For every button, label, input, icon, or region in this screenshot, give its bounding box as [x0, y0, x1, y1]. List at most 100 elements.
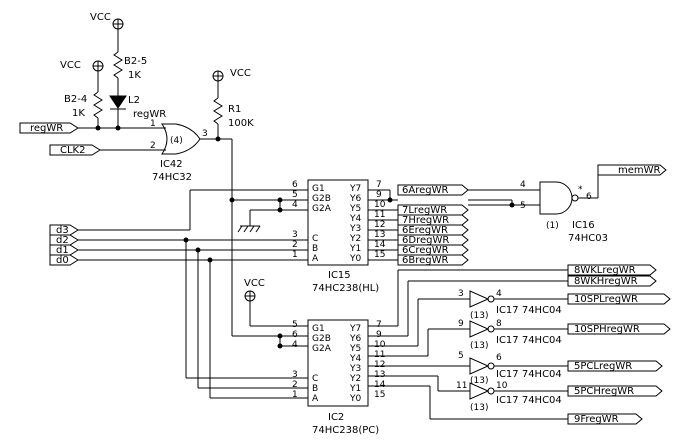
or-gate-ic42: 1 2 3 (4) IC42 74HC32 [150, 119, 233, 200]
ic2-pin-5: 5 [292, 320, 298, 330]
ic15-pin-1: 1 [292, 250, 298, 260]
right-output-tags: 8WKLregWR 8WKHregWR 10SPLregWR 10SPHregW… [567, 264, 671, 425]
out-6eregwr: 6EregWR [402, 225, 448, 236]
vcc-label-3: VCC [230, 68, 251, 79]
ic2-a: A [312, 394, 319, 404]
ic42-pin-3: 3 [202, 129, 208, 139]
ic2-y4: Y4 [349, 354, 361, 364]
ic15-a: A [312, 254, 319, 264]
inv1-pin-in: 3 [458, 289, 464, 299]
ic16-unit: (1) [546, 221, 559, 231]
ic15-pin-15: 15 [374, 250, 385, 260]
ic2-pin-2: 2 [292, 380, 298, 390]
resistor-b2-4-value: 1K [72, 108, 85, 119]
input-regwr-label: regWR [30, 123, 63, 134]
inv1-unit: (13) [470, 311, 488, 321]
ic42-unit: (4) [170, 136, 183, 146]
inv2-pin-out: 8 [496, 319, 502, 329]
vcc-symbol-4: VCC [244, 278, 265, 326]
ic2-pin-3: 3 [292, 370, 298, 380]
out-10sphregwr: 10SPHregWR [574, 324, 640, 335]
ic16-pin-4: 4 [520, 180, 526, 190]
ic42-pin-2: 2 [150, 141, 156, 151]
ic15-y7: Y7 [349, 184, 361, 194]
ic16-part: 74HC03 [568, 233, 608, 244]
inv3-label: IC17 74HC04 [496, 369, 562, 380]
ic2-g1: G1 [312, 324, 325, 334]
ic2-pin-15: 15 [374, 390, 385, 400]
inv4-pin-out: 10 [496, 381, 508, 391]
ic2-y3: Y3 [349, 364, 361, 374]
ic15-y4: Y4 [349, 214, 361, 224]
inv1-pin-out: 4 [496, 289, 502, 299]
input-d2: d2 [49, 234, 308, 378]
ic2-g2b: G2B [312, 334, 331, 344]
ic2-pin-14: 14 [374, 380, 386, 390]
led-l2: L2 regWR [109, 92, 166, 128]
ic15-pin-11: 11 [374, 210, 385, 220]
ic15-y3: Y3 [349, 224, 361, 234]
ic15-pin-13: 13 [374, 230, 385, 240]
ic15-pin-4: 4 [292, 200, 298, 210]
input-d0: d0 [49, 254, 308, 398]
inv4-pin-in: 11 [456, 381, 467, 391]
out-10splregwr: 10SPLregWR [574, 294, 638, 305]
ic2-y2: Y2 [349, 374, 361, 384]
input-clk2-label: CLK2 [60, 145, 85, 156]
input-clk2: CLK2 [49, 144, 166, 156]
ground-symbol [237, 210, 261, 233]
ic2-pin-1: 1 [292, 390, 298, 400]
ic2-pin-12: 12 [374, 360, 385, 370]
vcc-symbol-2: VCC [60, 60, 104, 92]
ic2-c: C [312, 374, 318, 384]
out-7hregwr: 7HregWR [402, 215, 449, 226]
ic15-output-wires [368, 189, 398, 261]
ic15-pin-7: 7 [376, 180, 382, 190]
ic2-output-wires [368, 269, 568, 420]
vcc-label-1: VCC [90, 12, 111, 23]
inverter-3: 5 6 (13) IC17 74HC04 [458, 351, 568, 386]
input-d1: d1 [49, 244, 308, 388]
ic15-pin-10: 10 [374, 200, 386, 210]
ic2-pin-13: 13 [374, 370, 385, 380]
inv2-pin-in: 9 [458, 319, 464, 329]
ic2-chip: G1 G2B G2A C B A Y7 Y6 Y5 Y4 Y3 Y2 Y1 Y0… [292, 319, 386, 436]
ic42-name: IC42 [160, 159, 183, 170]
ic42-pin-1: 1 [150, 119, 156, 129]
input-d0-label: d0 [56, 255, 69, 266]
ic2-y0: Y0 [349, 394, 361, 404]
ic2-b: B [312, 384, 318, 394]
resistor-r1-name: R1 [228, 104, 241, 115]
ic15-c: C [312, 234, 318, 244]
inv3-pin-out: 6 [496, 353, 502, 363]
out-9fregwr: 9FregWR [574, 414, 619, 425]
resistor-r1: R1 100K [213, 97, 254, 138]
resistor-b2-5: B2-5 1K [113, 51, 147, 92]
ic2-pin-7: 7 [376, 320, 382, 330]
ic16-pin-6: 6 [586, 192, 592, 202]
ic15-b: B [312, 244, 318, 254]
inverter-4: 11 10 (13) IC17 74HC04 [456, 381, 568, 413]
ic15-pin-14: 14 [374, 240, 386, 250]
out-7lregwr: 7LregWR [402, 205, 447, 216]
vcc-label-2: VCC [60, 60, 81, 71]
inverter-1: 3 4 (13) IC17 74HC04 [458, 289, 568, 321]
ic16-name: IC16 [572, 220, 595, 231]
ic42-part: 74HC32 [152, 172, 192, 183]
ic2-y5: Y5 [349, 344, 361, 354]
inv2-label: IC17 74HC04 [496, 335, 562, 346]
ic15-chip: G1 G2B G2A C B A Y7 Y6 Y5 Y4 Y3 Y2 Y1 Y0… [292, 179, 386, 294]
ic2-name: IC2 [328, 412, 344, 423]
inv4-label: IC17 74HC04 [496, 395, 562, 406]
led-name: L2 [128, 95, 140, 106]
ic2-g2a: G2A [312, 344, 332, 354]
resistor-r1-value: 100K [228, 118, 254, 129]
vcc-label-4: VCC [244, 278, 265, 289]
inverter-2: 9 8 (13) IC17 74HC04 [458, 319, 568, 351]
ic2-pin-11: 11 [374, 350, 385, 360]
out-8wklregwr: 8WKLregWR [574, 265, 636, 276]
ic15-part: 74HC238(HL) [312, 283, 379, 294]
input-regwr: regWR [19, 122, 166, 134]
ic15-pin-12: 12 [374, 220, 385, 230]
